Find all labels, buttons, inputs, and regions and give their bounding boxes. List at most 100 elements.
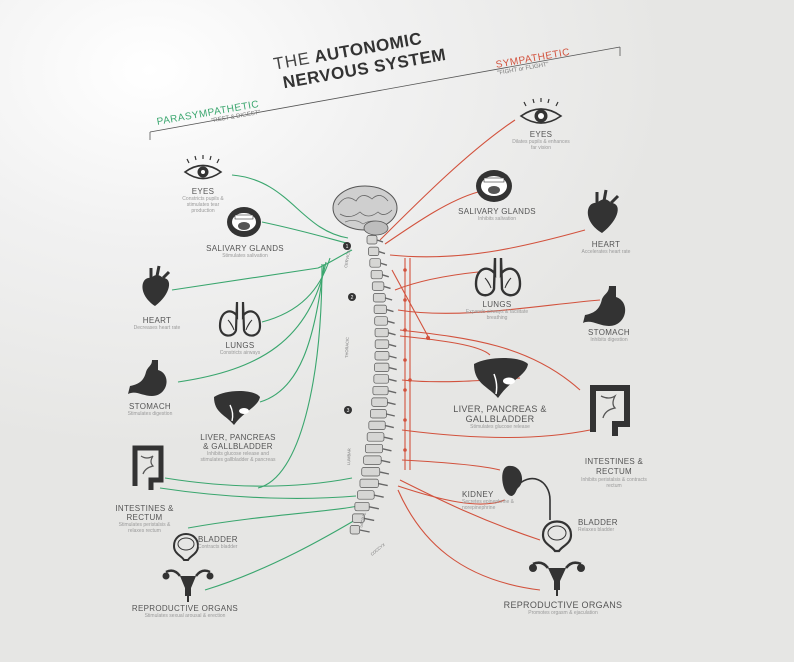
- spine-marker-1: 1: [346, 244, 349, 250]
- mouth-icon: [227, 207, 261, 237]
- vertebra-process: [381, 459, 391, 464]
- brain-illustration: [332, 185, 398, 236]
- vertebra-process: [388, 378, 397, 382]
- symp-liver-label: LIVER, PANCREAS & GALLBLADDER Stimulates…: [453, 404, 547, 430]
- vertebra-process: [388, 366, 397, 371]
- spine-label-thoracic: THORACIC: [344, 337, 350, 358]
- para-intestines-label: INTESTINES & RECTUM Stimulates peristals…: [115, 504, 174, 534]
- vertebra-process: [387, 320, 395, 324]
- title-frame: [149, 46, 621, 140]
- bladder-icon: [172, 533, 200, 561]
- vertebra: [373, 374, 390, 384]
- symp-eyes-label: EYES Dilates pupils & enhances far visio…: [512, 130, 570, 151]
- vertebra: [374, 316, 388, 326]
- symp-reproductive-label: REPRODUCTIVE ORGANS Promotes orgasm & ej…: [503, 600, 623, 616]
- vertebra-process: [383, 285, 391, 290]
- vertebra-process: [364, 517, 375, 522]
- spine-label-cervical: CERVICAL: [343, 247, 352, 268]
- spinal-column: [349, 235, 397, 535]
- spine-label-lumbar: LUMBAR: [346, 448, 352, 465]
- vertebra-process: [388, 332, 396, 336]
- uterus-icon: [529, 561, 585, 596]
- vertebra: [368, 246, 380, 256]
- para-heart-label: HEART Decreases heart rate: [133, 316, 181, 331]
- sympathetic-ganglia: [403, 268, 430, 452]
- spine-marker-2: 2: [351, 295, 354, 301]
- vertebra: [371, 397, 388, 407]
- spine-markers: 1 2 3: [343, 242, 356, 414]
- vertebra-process: [385, 424, 394, 429]
- vertebra-process: [379, 471, 390, 475]
- vertebra: [369, 258, 381, 268]
- symp-stomach-label: STOMACH Inhibits digestion: [588, 328, 630, 343]
- para-stomach-label: STOMACH Stimulates digestion: [127, 402, 173, 417]
- vertebra-process: [383, 436, 393, 440]
- vertebra-process: [388, 343, 397, 348]
- vertebra: [366, 432, 385, 442]
- para-liver-label: LIVER, PANCREAS & GALLBLADDER Inhibits g…: [200, 433, 276, 463]
- spine-label-sacral: SACRAL: [358, 511, 367, 529]
- parasympathetic-nerves: [159, 174, 363, 591]
- heart-icon: [587, 189, 620, 233]
- vertebra: [374, 339, 390, 349]
- eye-icon: [183, 155, 223, 180]
- symp-salivary-label: SALIVARY GLANDS Inhibits salivation: [458, 207, 536, 222]
- vertebra: [359, 478, 379, 488]
- vertebra: [366, 235, 378, 245]
- vertebra-process: [382, 274, 389, 278]
- para-eyes-label: EYES Constricts pupils & stimulates tear…: [182, 187, 224, 214]
- vertebra-process: [387, 401, 396, 406]
- vertebra: [371, 281, 385, 291]
- intestines-icon: [132, 445, 164, 490]
- symp-lungs-label: LUNGS Expands airways & facilitate breat…: [465, 300, 529, 321]
- vertebra: [374, 351, 390, 361]
- para-lungs-label: LUNGS Constricts airways: [219, 341, 261, 356]
- vertebra-process: [374, 494, 384, 498]
- vertebra-process: [386, 413, 395, 417]
- mouth-icon: [476, 170, 512, 202]
- vertebra-process: [385, 297, 393, 301]
- vertebra-process: [380, 262, 388, 266]
- vertebra: [354, 501, 370, 512]
- vertebra: [372, 293, 386, 303]
- vertebra: [352, 513, 365, 523]
- spine-label-coccyx: COCCYX: [369, 542, 386, 557]
- vertebra-process: [387, 390, 397, 394]
- stomach-icon: [583, 286, 626, 326]
- vertebra: [374, 362, 390, 372]
- symp-kidney-label: KIDNEY Secretes epinephrine & norepineph…: [462, 490, 514, 511]
- vertebra: [372, 385, 389, 396]
- symp-bladder-label: BLADDER Relaxes bladder: [578, 518, 618, 533]
- stomach-icon: [128, 360, 167, 396]
- uterus-icon: [162, 569, 214, 602]
- vertebra-process: [376, 239, 384, 243]
- vertebra-process: [388, 355, 397, 359]
- vertebra-process: [378, 250, 386, 255]
- spine-marker-3: 3: [347, 408, 350, 414]
- symp-heart-label: HEART Accelerates heart rate: [581, 240, 631, 255]
- vertebra-process: [369, 506, 379, 510]
- vertebra: [363, 455, 382, 465]
- bladder-icon: [541, 520, 573, 553]
- vertebra: [365, 443, 383, 454]
- vertebra: [349, 525, 361, 535]
- liver-icon: [474, 358, 528, 398]
- vertebra-process: [359, 529, 370, 533]
- vertebra-process: [386, 308, 394, 313]
- lungs-icon: [474, 257, 522, 297]
- liver-icon: [214, 391, 260, 425]
- para-salivary-label: SALIVARY GLANDS Stimulates salivation: [206, 244, 284, 259]
- vertebra: [368, 420, 386, 430]
- para-bladder-label: BLADDER Contracts bladder: [198, 535, 238, 550]
- lungs-icon: [218, 301, 262, 337]
- vertebra: [374, 327, 389, 338]
- vertebra: [357, 490, 375, 500]
- kidney-icon: [502, 465, 523, 496]
- vertebra: [373, 304, 387, 314]
- vertebra: [370, 409, 387, 419]
- vertebra-process: [382, 448, 392, 452]
- heart-icon: [142, 265, 171, 306]
- vertebra-process: [378, 482, 388, 487]
